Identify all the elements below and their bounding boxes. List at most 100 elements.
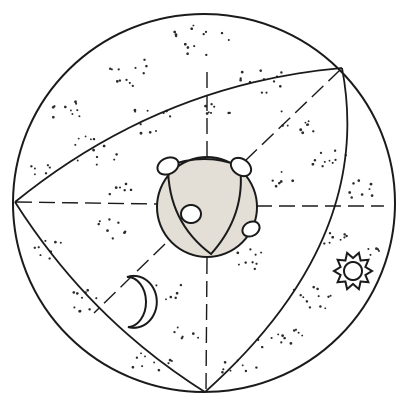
star-dot xyxy=(249,248,251,250)
star-dot xyxy=(165,298,167,300)
star-dot xyxy=(305,122,307,124)
star-dot xyxy=(78,310,81,313)
star-dot xyxy=(240,77,242,79)
star-dot xyxy=(193,45,195,47)
star-dot xyxy=(306,300,309,303)
star-dot xyxy=(48,257,50,259)
star-dot xyxy=(52,116,55,119)
star-dot xyxy=(184,43,187,46)
star-dot xyxy=(343,236,345,238)
star-dot xyxy=(74,144,76,146)
star-dot xyxy=(140,132,143,135)
star-dot xyxy=(129,82,131,84)
star-dot xyxy=(99,220,101,222)
star-dot xyxy=(206,112,209,115)
star-dot xyxy=(329,242,331,244)
star-dot xyxy=(45,172,47,174)
star-dot xyxy=(175,33,178,36)
star-dot xyxy=(369,254,371,256)
star-dot xyxy=(140,352,142,354)
star-dot xyxy=(255,254,257,256)
star-dot xyxy=(143,72,145,74)
star-dot xyxy=(113,159,115,161)
star-dot xyxy=(277,333,279,335)
star-dot xyxy=(340,239,342,241)
star-dot xyxy=(329,232,331,234)
star-dot xyxy=(327,296,329,298)
star-dot xyxy=(144,355,146,357)
star-dot xyxy=(244,261,246,263)
star-dot xyxy=(331,236,334,239)
star-dot xyxy=(308,120,310,122)
star-dot xyxy=(170,296,173,299)
star-dot xyxy=(295,329,297,331)
star-dot xyxy=(155,284,157,286)
star-dot xyxy=(119,79,121,81)
star-dot xyxy=(352,182,355,185)
star-dot xyxy=(312,286,315,289)
star-dot xyxy=(371,194,374,197)
star-dot xyxy=(34,247,36,249)
star-dot xyxy=(125,183,128,186)
star-dot xyxy=(187,46,190,49)
star-dot xyxy=(367,248,369,250)
star-dot xyxy=(309,306,311,308)
star-dot xyxy=(324,307,326,309)
star-dot xyxy=(190,27,193,30)
star-dot xyxy=(228,39,230,41)
star-dot xyxy=(78,115,80,117)
star-dot xyxy=(324,161,326,163)
star-dot xyxy=(229,112,231,114)
star-dot xyxy=(192,332,195,335)
star-dot xyxy=(222,368,224,370)
star-dot xyxy=(261,346,263,348)
star-dot xyxy=(361,193,364,196)
star-dot xyxy=(153,361,155,363)
star-dot xyxy=(49,167,51,169)
star-dot xyxy=(78,138,80,140)
star-dot xyxy=(174,297,176,299)
star-dot xyxy=(330,295,332,297)
star-dot xyxy=(73,306,75,308)
star-dot xyxy=(64,106,67,109)
star-dot xyxy=(103,145,106,148)
star-dot xyxy=(332,162,334,164)
star-dot xyxy=(221,371,224,374)
star-dot xyxy=(134,67,136,69)
star-dot xyxy=(76,292,79,295)
star-dot xyxy=(171,360,173,362)
star-dot xyxy=(115,186,118,189)
star-dot xyxy=(149,131,152,134)
star-dot xyxy=(54,241,57,244)
star-dot xyxy=(136,357,138,359)
star-dot xyxy=(259,69,262,72)
star-dot xyxy=(30,165,32,167)
star-dot xyxy=(245,370,247,372)
star-dot xyxy=(86,289,89,292)
star-dot xyxy=(70,109,72,111)
star-dot xyxy=(44,240,46,242)
star-dot xyxy=(130,189,133,192)
star-dot xyxy=(348,191,351,194)
star-dot xyxy=(323,242,325,244)
star-dot xyxy=(85,135,87,137)
star-dot xyxy=(241,71,244,74)
star-dot xyxy=(301,131,304,134)
star-dot xyxy=(205,54,207,56)
star-dot xyxy=(132,366,135,369)
star-dot xyxy=(93,138,95,140)
star-dot xyxy=(173,31,176,34)
star-dot xyxy=(319,305,322,308)
star-dot xyxy=(72,291,75,294)
star-dot xyxy=(281,334,284,337)
star-dot xyxy=(287,125,289,127)
star-dot xyxy=(251,261,253,263)
star-dot xyxy=(108,218,110,220)
star-dot xyxy=(112,237,114,239)
star-dot xyxy=(158,369,161,372)
star-dot xyxy=(123,231,126,234)
star-dot xyxy=(255,263,257,265)
star-dot xyxy=(96,164,98,166)
